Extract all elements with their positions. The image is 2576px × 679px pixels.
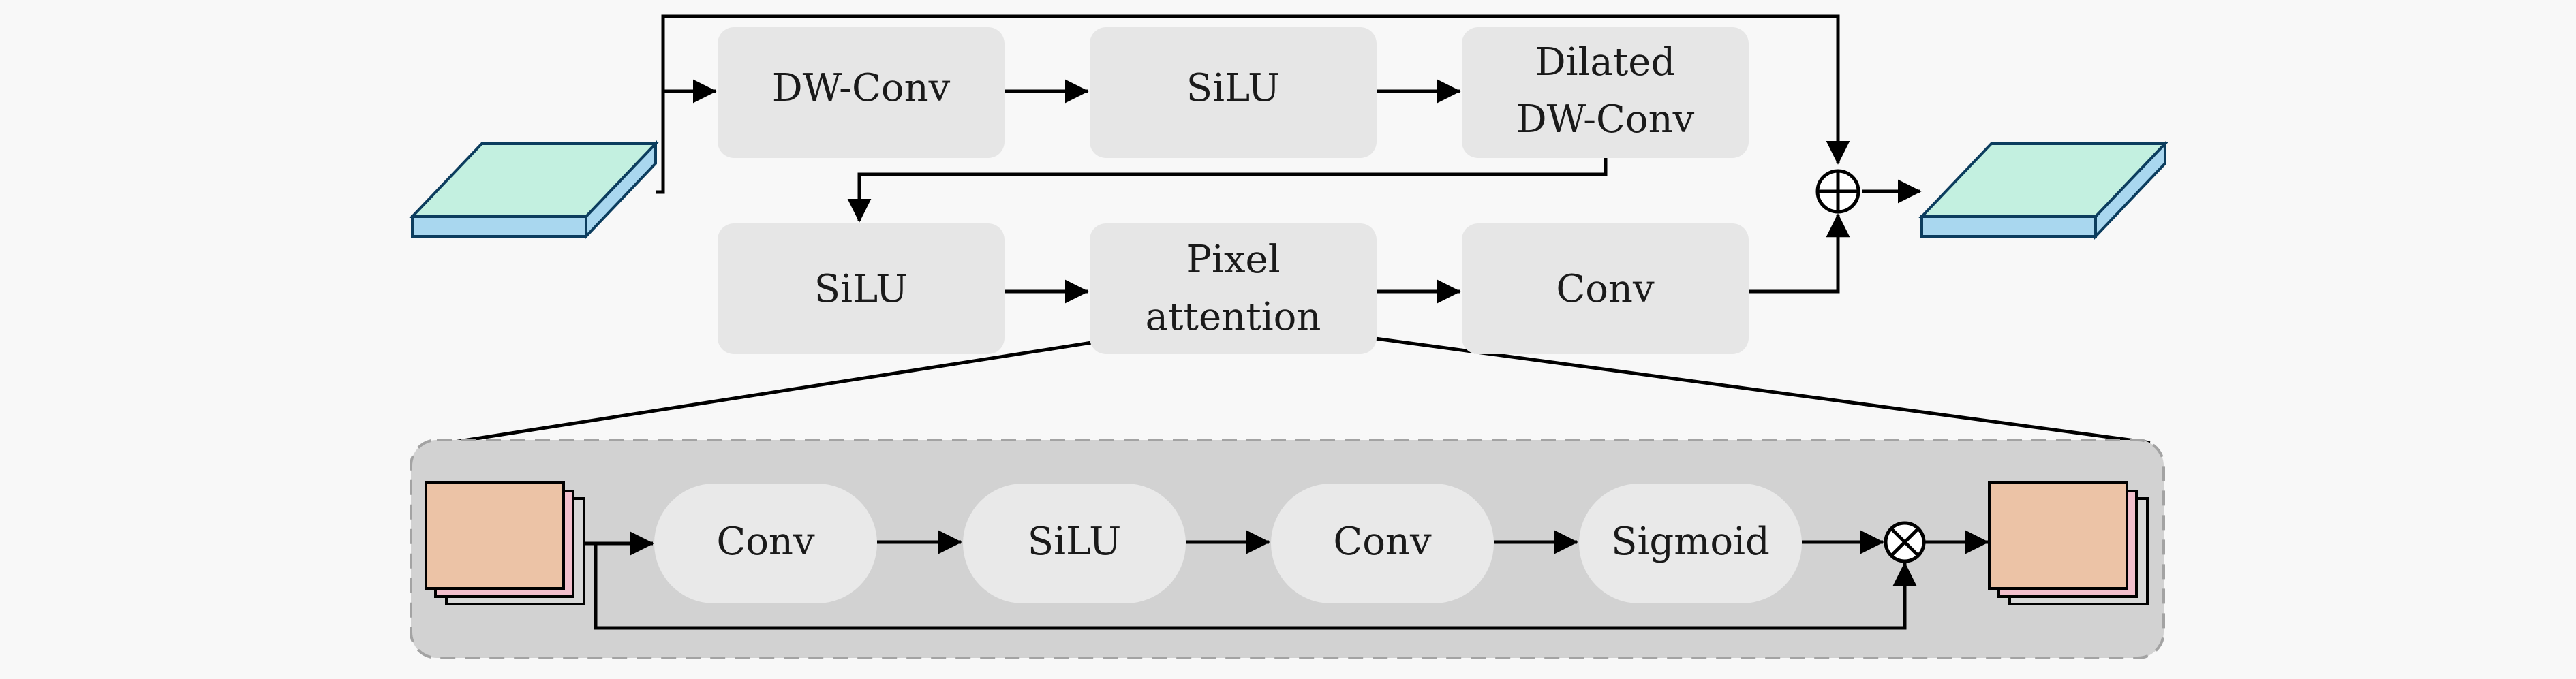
skip-connection-arrow — [656, 14, 1850, 194]
conv-label: Conv — [1556, 267, 1655, 311]
silu2-label: SiLU — [814, 267, 908, 311]
detail-conv2-block: Conv — [1271, 484, 1494, 603]
multiply-cross-b — [1890, 527, 1920, 557]
output-slab-front — [1920, 215, 2097, 238]
pixel-attention-label-line2: attention — [1146, 295, 1321, 339]
main-path-wires — [656, 14, 1922, 304]
detail-conv2-label: Conv — [1333, 520, 1432, 564]
detail-conv1-label: Conv — [716, 520, 815, 564]
arrow-dilated-to-silu2 — [847, 158, 1608, 223]
output-slab-side — [2094, 140, 2166, 240]
pixel-attention-label-line1: Pixel — [1186, 238, 1280, 282]
detail-silu-label: SiLU — [1028, 520, 1122, 564]
multiply-operator — [1884, 521, 1926, 563]
detail-input-stack — [425, 481, 585, 605]
input-slab-side — [585, 140, 657, 240]
dwconv-block: DW-Conv — [718, 27, 1005, 158]
arrow-conv-to-add — [1749, 213, 1850, 294]
silu-block: SiLU — [1090, 27, 1377, 158]
pixel-attention-block: Pixel attention — [1090, 223, 1377, 354]
detail-silu-block: SiLU — [963, 484, 1186, 603]
silu-label: SiLU — [1186, 66, 1281, 110]
output-feature-slab — [1918, 140, 2168, 240]
input-feature-slab — [409, 140, 659, 240]
input-slab-front — [411, 215, 587, 238]
zoom-line-left — [427, 341, 1092, 448]
dilated-label-line1: Dilated — [1535, 40, 1676, 84]
output-stack-front — [1988, 481, 2128, 590]
detail-sigmoid-label: Sigmoid — [1611, 520, 1770, 564]
detail-skip-arrow — [594, 543, 1917, 630]
detail-sigmoid-block: Sigmoid — [1579, 484, 1802, 603]
dwconv-label: DW-Conv — [772, 66, 951, 110]
silu2-block: SiLU — [718, 223, 1005, 354]
zoom-line-right — [1375, 336, 2151, 445]
detail-output-stack — [1988, 481, 2149, 605]
input-stack-front — [425, 481, 565, 590]
conv-block: Conv — [1462, 223, 1749, 354]
add-operator — [1815, 169, 1860, 214]
dilated-dwconv-block: Dilated DW-Conv — [1462, 27, 1749, 158]
dilated-label-line2: DW-Conv — [1516, 97, 1695, 142]
detail-conv1-block: Conv — [654, 484, 877, 603]
zoom-lines — [427, 336, 2151, 448]
detail-wires — [584, 530, 1989, 630]
